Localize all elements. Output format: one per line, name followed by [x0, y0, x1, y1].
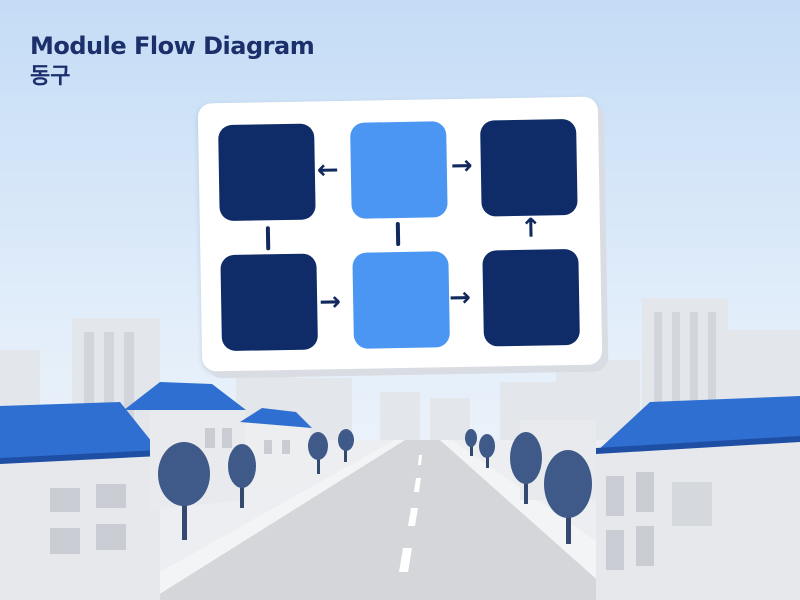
- connector-line: [265, 226, 271, 251]
- page-subtitle: 동구: [30, 64, 71, 89]
- arrow-right-icon: →: [448, 282, 472, 314]
- diagram-board: ← → → → ↑: [197, 96, 603, 372]
- node-bottom-center: [352, 251, 450, 349]
- building-right-near: [596, 396, 800, 600]
- node-top-left: [218, 123, 316, 222]
- node-top-right: [480, 118, 578, 217]
- road: [150, 440, 620, 600]
- skyline-windows: [84, 312, 716, 422]
- page-title: Module Flow Diagram: [30, 32, 315, 60]
- arrow-left-icon: ←: [316, 155, 339, 186]
- title-block: Module Flow Diagram 동구: [30, 30, 315, 92]
- arrow-right-icon: →: [318, 287, 342, 318]
- building-left-near: [0, 402, 160, 600]
- trees: [158, 429, 592, 544]
- node-top-center: [350, 121, 448, 219]
- node-bottom-right: [482, 248, 580, 347]
- connector-line: [395, 222, 401, 247]
- arrow-right-icon: →: [450, 150, 473, 182]
- node-bottom-left: [220, 253, 319, 352]
- sidewalk-left: [110, 440, 405, 600]
- road-lane-markings: [399, 455, 422, 572]
- arrow-up-icon: ↑: [519, 213, 542, 244]
